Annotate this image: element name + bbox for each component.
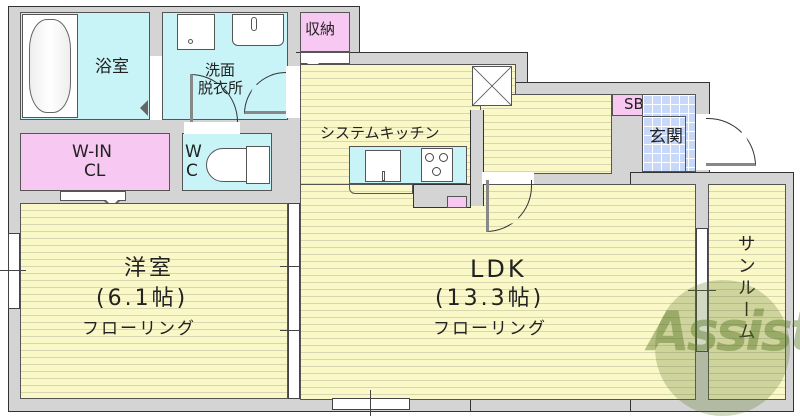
watermark-text: Assist <box>648 300 800 363</box>
washroom-ldk-opening <box>286 66 300 118</box>
burner-icon-3 <box>432 167 441 176</box>
storage-closet <box>300 12 350 52</box>
western-room <box>20 203 288 399</box>
ldk-name: LDK <box>470 255 527 283</box>
kitchen-storage <box>447 196 467 208</box>
sunroom-partition-tick <box>688 290 716 291</box>
storage-door[interactable] <box>300 52 350 64</box>
partition-tick-1 <box>280 266 308 267</box>
kitchen-counter-lower <box>349 184 413 194</box>
bath-label: 浴室 <box>95 57 129 77</box>
kitchen-label: システムキッチン <box>320 124 440 142</box>
ldk-window-bottom[interactable] <box>332 398 410 410</box>
western-ldk-partition[interactable] <box>288 203 300 399</box>
faucet-icon <box>251 17 257 31</box>
gas-stove <box>421 148 453 182</box>
toilet-label-line1: W <box>185 142 202 162</box>
vanity-sink <box>232 14 284 46</box>
toilet-tank <box>246 146 270 184</box>
burner-icon-2 <box>439 153 448 162</box>
entrance-door-swing[interactable] <box>706 118 756 166</box>
western-room-flooring: フローリング <box>82 319 196 339</box>
toilet-label-line2: C <box>186 161 198 181</box>
drain-icon <box>188 39 193 44</box>
burner-icon-1 <box>425 153 434 162</box>
western-room-window-tick <box>0 270 26 271</box>
pipe-shaft <box>472 66 512 106</box>
ldk-window-tick <box>370 390 371 416</box>
bathtub-basin <box>29 19 71 113</box>
walk-in-closet-door[interactable] <box>60 191 126 201</box>
walk-in-closet-label-line2: CL <box>84 161 106 181</box>
washroom-label-line1: 洗面 <box>205 61 236 79</box>
ldk-size: (13.3帖) <box>435 286 545 311</box>
bathtub <box>22 14 78 118</box>
kitchen-wall-column <box>470 110 484 206</box>
ldk-flooring: フローリング <box>433 319 547 339</box>
western-room-size: (6.1帖) <box>96 286 189 311</box>
partition-tick-2 <box>280 330 308 331</box>
western-room-name: 洋室 <box>124 256 175 281</box>
kitchen-sink <box>365 150 401 182</box>
ldk-entry-hall <box>480 94 612 174</box>
sunroom-label: サンルーム <box>734 234 756 344</box>
watermark-circle <box>655 280 790 416</box>
walk-in-closet-label-line1: W-IN <box>72 142 112 162</box>
toilet-door-opening[interactable] <box>184 122 240 134</box>
shoe-box-label: SB <box>624 95 644 113</box>
bath-door-panel[interactable] <box>150 56 162 120</box>
storage-label: 収納 <box>305 20 336 38</box>
entrance-lower <box>642 116 686 172</box>
western-room-window[interactable] <box>8 233 20 309</box>
washing-machine-pan <box>177 14 215 50</box>
walk-in-closet <box>20 133 170 191</box>
sunroom <box>708 184 786 400</box>
entrance-label: 玄関 <box>649 127 683 147</box>
toilet-bowl <box>206 148 252 182</box>
kitchen-faucet-icon <box>382 171 385 181</box>
bath-door-indicator <box>140 100 148 116</box>
